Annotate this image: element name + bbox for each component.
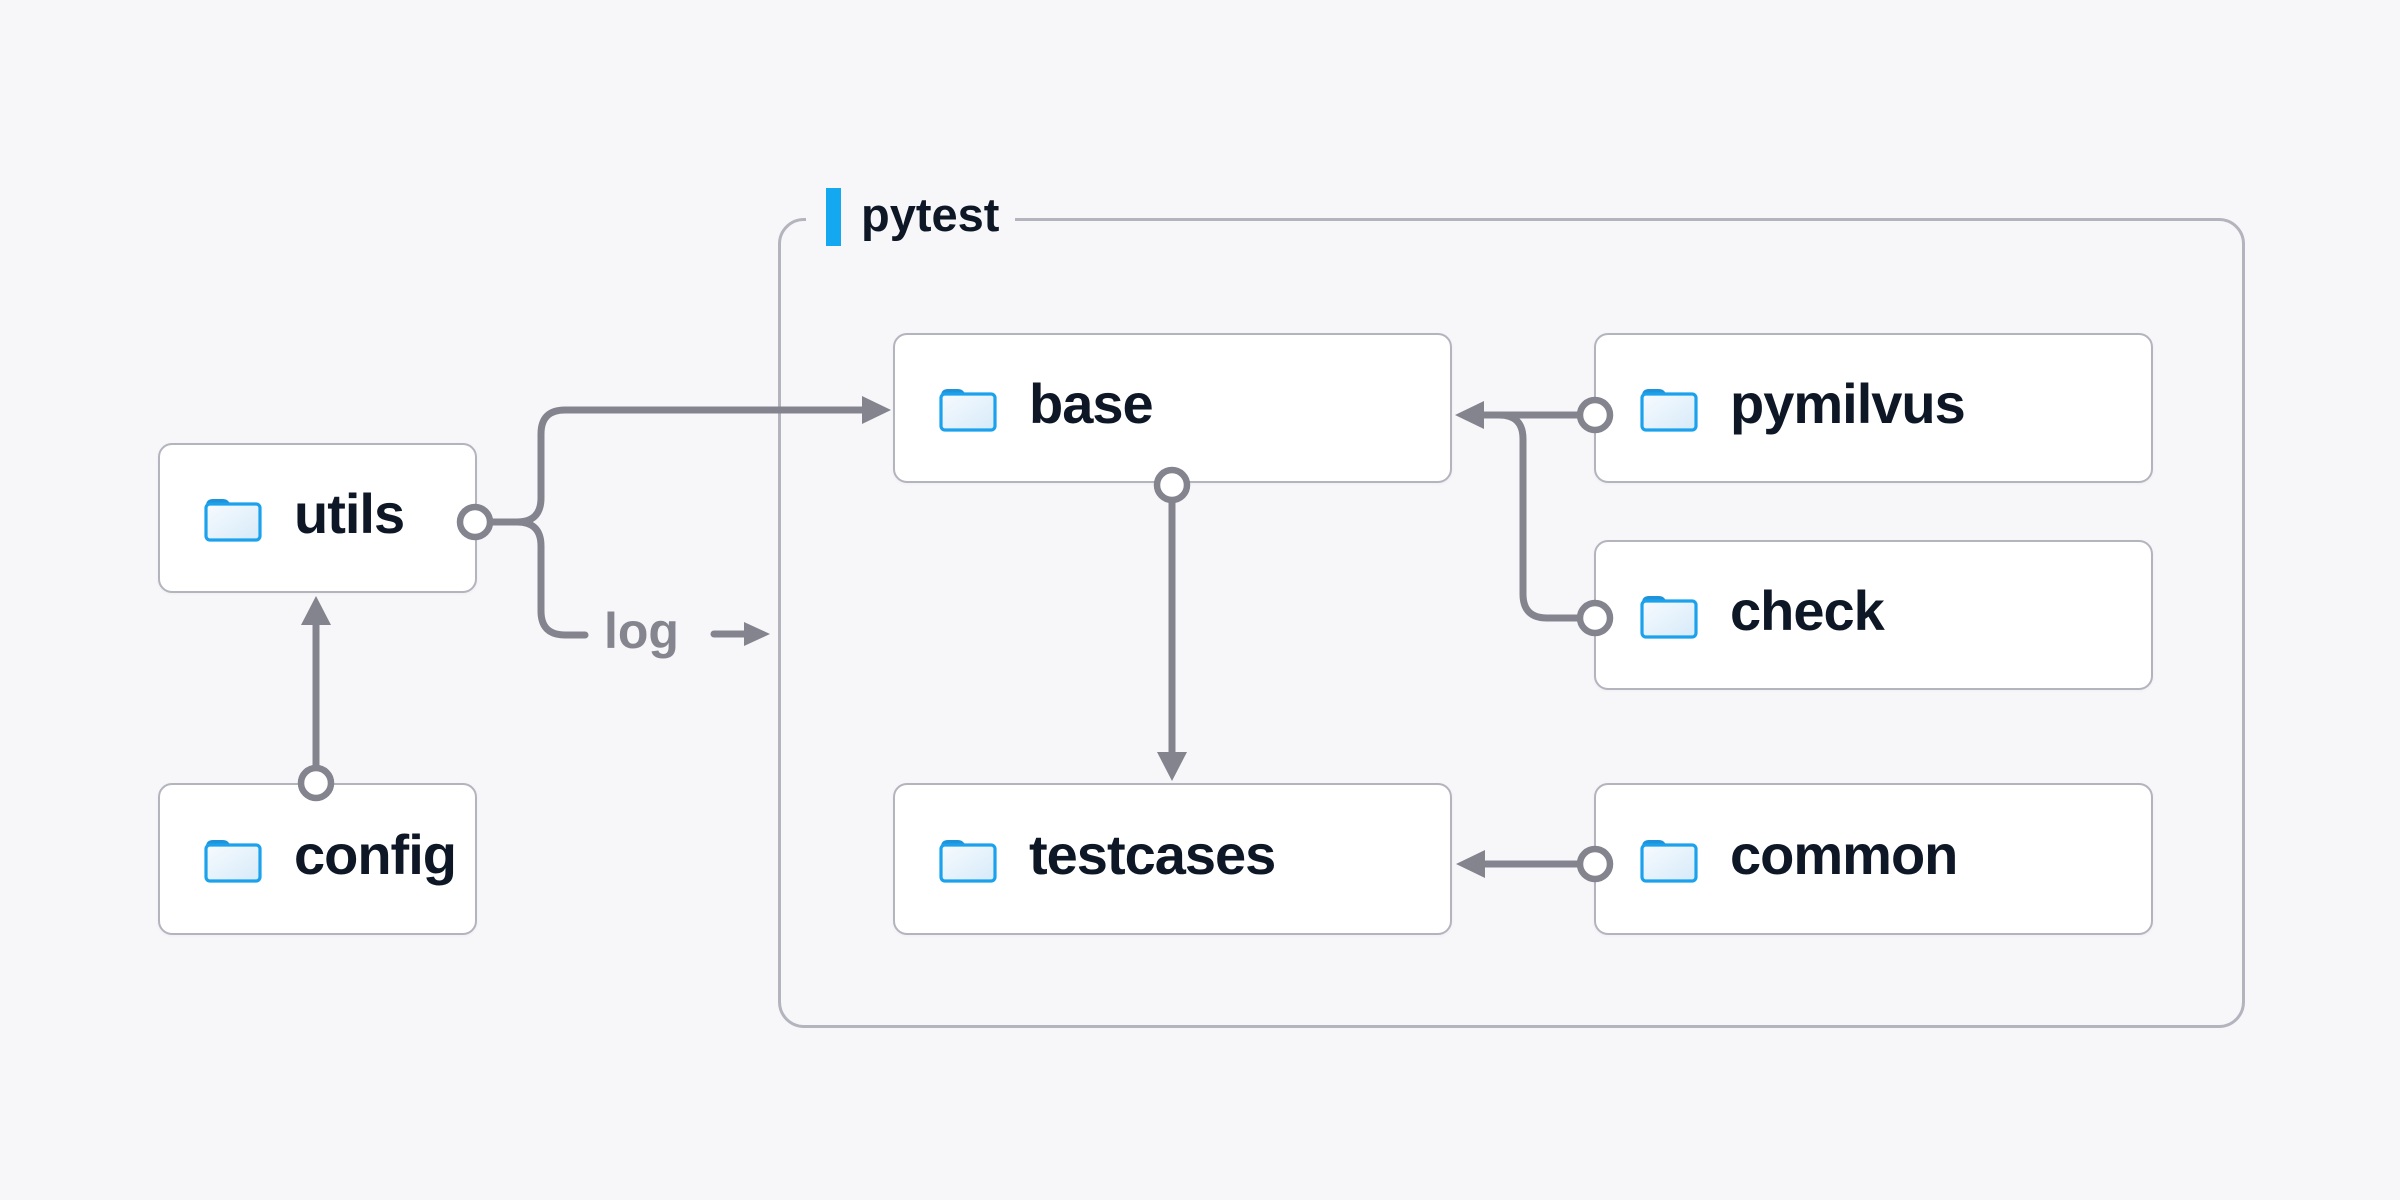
node-check: check (1594, 540, 2153, 690)
blue-accent-bar (826, 188, 841, 246)
edge-config-to-utils (297, 596, 335, 802)
folder-icon (939, 839, 997, 883)
pytest-group-container (778, 218, 2245, 1028)
node-label: config (294, 823, 457, 886)
node-label: base (1029, 372, 1154, 435)
folder-icon (1640, 388, 1698, 432)
node-testcases: testcases (893, 783, 1452, 935)
folder-icon (1640, 839, 1698, 883)
folder-icon (204, 839, 262, 883)
edge-label-log: log (604, 603, 679, 659)
node-common: common (1594, 783, 2153, 935)
node-label: utils (294, 482, 405, 545)
edge-log-to-pytest (710, 622, 770, 646)
node-config: config (158, 783, 477, 935)
node-label: pymilvus (1730, 372, 1966, 435)
node-base: base (893, 333, 1452, 483)
node-label: common (1730, 823, 1958, 886)
folder-icon (939, 388, 997, 432)
folder-icon (204, 498, 262, 542)
pytest-group-title: pytest (861, 187, 1000, 241)
node-utils: utils (158, 443, 477, 593)
node-label: testcases (1029, 823, 1276, 886)
node-pymilvus: pymilvus (1594, 333, 2153, 483)
node-label: check (1730, 579, 1885, 642)
pytest-group-label: pytest (806, 186, 1016, 248)
folder-icon (1640, 595, 1698, 639)
